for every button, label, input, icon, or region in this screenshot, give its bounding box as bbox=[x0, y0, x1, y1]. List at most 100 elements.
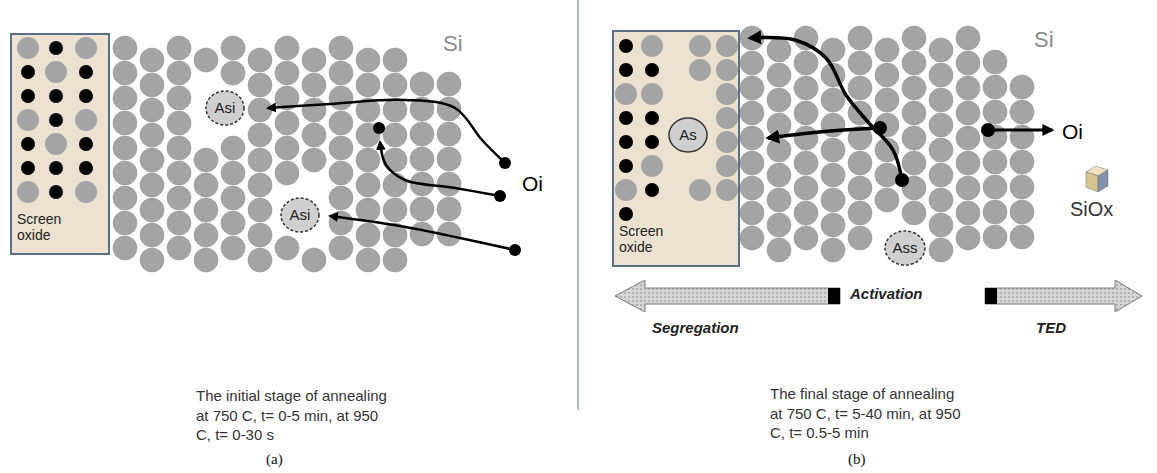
silicon-atom bbox=[113, 36, 137, 60]
silicon-atom bbox=[929, 113, 953, 137]
silicon-atom bbox=[113, 211, 137, 235]
silicon-atom bbox=[383, 73, 407, 97]
silicon-atom bbox=[113, 186, 137, 210]
panel-letter: (a) bbox=[266, 450, 283, 470]
silicon-atom bbox=[17, 37, 39, 59]
oxide-fills bbox=[10, 30, 740, 267]
silicon-atom bbox=[45, 61, 67, 83]
silicon-atom bbox=[275, 111, 299, 135]
oxygen-atom bbox=[645, 111, 659, 125]
panel-letter: (b) bbox=[848, 450, 866, 470]
oxide-fill bbox=[612, 30, 740, 267]
silicon-atom bbox=[641, 83, 663, 105]
diffusion-arrow bbox=[750, 38, 902, 180]
oxygen-atom bbox=[619, 207, 633, 221]
silicon-atom bbox=[302, 123, 326, 147]
silicon-atom bbox=[140, 173, 164, 197]
silicon-atom bbox=[821, 138, 845, 162]
stage-caption: The final stage of annealing at 750 C, t… bbox=[770, 384, 963, 443]
silicon-atom bbox=[875, 88, 899, 112]
silicon-atom bbox=[113, 136, 137, 160]
silicon-atom bbox=[983, 200, 1007, 224]
segregation-arrow bbox=[615, 280, 840, 312]
silicon-atom bbox=[140, 123, 164, 147]
oxygen-atom bbox=[79, 161, 93, 175]
silicon-atom bbox=[1010, 175, 1034, 199]
silicon-atom bbox=[767, 63, 791, 87]
silicon-atom bbox=[167, 211, 191, 235]
interstitial-oxygen-dot bbox=[895, 173, 909, 187]
ted-arrow bbox=[985, 280, 1142, 312]
silicon-atom bbox=[140, 248, 164, 272]
silicon-atom bbox=[383, 198, 407, 222]
atom-label: Asi bbox=[215, 100, 236, 117]
silicon-atom bbox=[821, 213, 845, 237]
silicon-atom bbox=[275, 236, 299, 260]
silicon-atom bbox=[221, 136, 245, 160]
silicon-atom bbox=[410, 222, 434, 246]
silicon-atom bbox=[929, 188, 953, 212]
silicon-atom bbox=[356, 198, 380, 222]
silicon-atom bbox=[221, 161, 245, 185]
silicon-atom bbox=[167, 61, 191, 85]
silicon-atom bbox=[248, 123, 272, 147]
silicon-atom bbox=[902, 26, 926, 50]
arsenic-atom-circle: Asi bbox=[205, 90, 245, 126]
silicon-atom bbox=[356, 73, 380, 97]
silicon-atom bbox=[689, 59, 711, 81]
oxygen-atom bbox=[49, 89, 63, 103]
silicon-atom bbox=[740, 126, 764, 150]
silicon-atom bbox=[767, 113, 791, 137]
species-label: Oi bbox=[1062, 118, 1083, 145]
silicon-atom bbox=[194, 173, 218, 197]
silicon-atom bbox=[113, 86, 137, 110]
silicon-atom bbox=[329, 86, 353, 110]
silicon-atom bbox=[848, 76, 872, 100]
silicon-atom bbox=[848, 176, 872, 200]
silicon-atom bbox=[45, 133, 67, 155]
silicon-atom bbox=[983, 150, 1007, 174]
silicon-atom bbox=[275, 61, 299, 85]
atom-ellipse bbox=[669, 118, 707, 152]
arsenic-atom-circle: Ass bbox=[884, 230, 926, 266]
silicon-atom bbox=[194, 223, 218, 247]
silicon-atom bbox=[902, 201, 926, 225]
silicon-atom bbox=[641, 35, 663, 57]
silicon-atom bbox=[983, 75, 1007, 99]
silicon-atom bbox=[615, 179, 637, 201]
silicon-atom bbox=[302, 73, 326, 97]
hatched-arrow bbox=[985, 280, 1142, 312]
silicon-atom bbox=[140, 148, 164, 172]
material-label: Si bbox=[1034, 26, 1054, 55]
hatched-arrow bbox=[615, 280, 840, 312]
silicon-atom bbox=[716, 59, 738, 81]
silicon-atom bbox=[167, 136, 191, 160]
silicon-atom bbox=[140, 223, 164, 247]
silicon-atom bbox=[329, 61, 353, 85]
silicon-atom bbox=[956, 151, 980, 175]
silicon-atom bbox=[410, 122, 434, 146]
silicon-atom bbox=[75, 181, 97, 203]
diffusion-arrow bbox=[768, 128, 880, 138]
interstitial-oxygen-dot bbox=[509, 244, 521, 256]
silicon-atom bbox=[902, 51, 926, 75]
silicon-atom bbox=[248, 148, 272, 172]
diffusion-arrow bbox=[988, 129, 1052, 132]
atom-ellipse bbox=[885, 231, 925, 265]
silicon-atom bbox=[383, 248, 407, 272]
silicon-atom bbox=[983, 225, 1007, 249]
oxygen-atom bbox=[79, 137, 93, 151]
silicon-atom bbox=[740, 226, 764, 250]
silicon-atom bbox=[875, 38, 899, 62]
silicon-atom bbox=[767, 238, 791, 262]
oxygen-atom bbox=[49, 161, 63, 175]
silicon-atom bbox=[794, 151, 818, 175]
silicon-atom bbox=[875, 63, 899, 87]
silicon-atom bbox=[167, 86, 191, 110]
silicon-atom bbox=[248, 173, 272, 197]
oxide-atoms bbox=[17, 35, 738, 221]
silicon-atom bbox=[794, 26, 818, 50]
silicon-atom bbox=[794, 126, 818, 150]
oxygen-atom bbox=[619, 159, 633, 173]
